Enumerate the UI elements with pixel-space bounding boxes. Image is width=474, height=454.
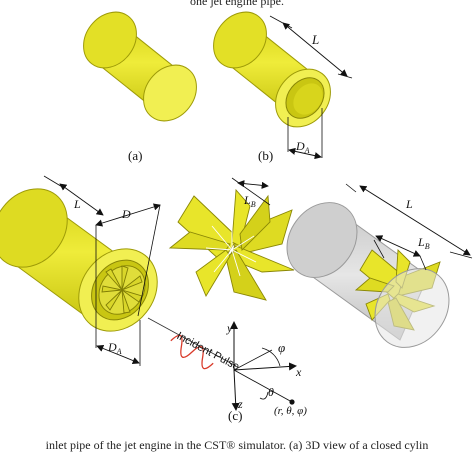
dim-L-right-arrow [359,185,471,256]
incidence-line [147,317,237,367]
axis-y-label: y [226,321,233,335]
incident-pulse-wave [170,334,214,370]
axis-z [231,369,240,411]
incident-pulse-label: Incident Pulse [175,330,242,373]
axis-z-label: z [237,397,243,411]
azimuth-line [233,349,273,371]
dim-L-arrow [282,22,348,77]
dim-ext-line [449,251,473,259]
phi-arc [261,347,281,367]
phi-label: φ [278,340,285,355]
dim-ext-line [269,15,293,29]
axis-x-label: x [295,365,302,379]
dim-LB-right-label: LB [417,235,430,251]
dim-D-label: D [121,207,131,221]
axis-x [233,362,297,371]
dim-DA-left-arrow [96,345,140,364]
caption-bottom: inlet pipe of the jet engine in the CST®… [45,438,429,452]
dim-ext-line [137,204,161,317]
dim-LB-right-arrow [375,235,421,257]
point-coords-label: (r, θ, φ) [274,405,307,417]
caption-top: one jet engine pipe. [190,0,284,8]
inlet-blades [168,188,295,301]
cylinder-closed [83,11,197,122]
dim-LB-blades-label: LB [243,193,256,209]
panel-a-label: (a) [128,148,142,163]
theta-arc [259,391,269,400]
dim-ext-line [345,183,357,193]
dim-L-label: L [311,32,319,47]
pipe-hollow [213,11,331,128]
dim-ext-line [43,175,65,189]
coordinate-system [147,317,297,411]
panel-b-label: (b) [258,148,273,163]
inner-blades [101,265,143,314]
dim-DA-left-label: DA [107,340,122,356]
dim-DA-arrow [288,147,322,160]
panel-c-label: (c) [228,408,242,423]
dim-D-arrow [95,203,161,227]
dim-ext-line [419,255,427,271]
radial-vector [233,369,293,403]
dim-L-right-label: L [405,197,413,211]
observation-point [289,399,295,405]
translucent-pipe-with-blades [286,202,450,348]
dim-DA-label: DA [295,139,310,155]
pipe-with-inlet-blades [0,188,158,332]
dim-L-left-label: L [73,197,81,211]
dim-LB-blades-arrow [237,180,269,189]
theta-label: θ [268,385,274,399]
